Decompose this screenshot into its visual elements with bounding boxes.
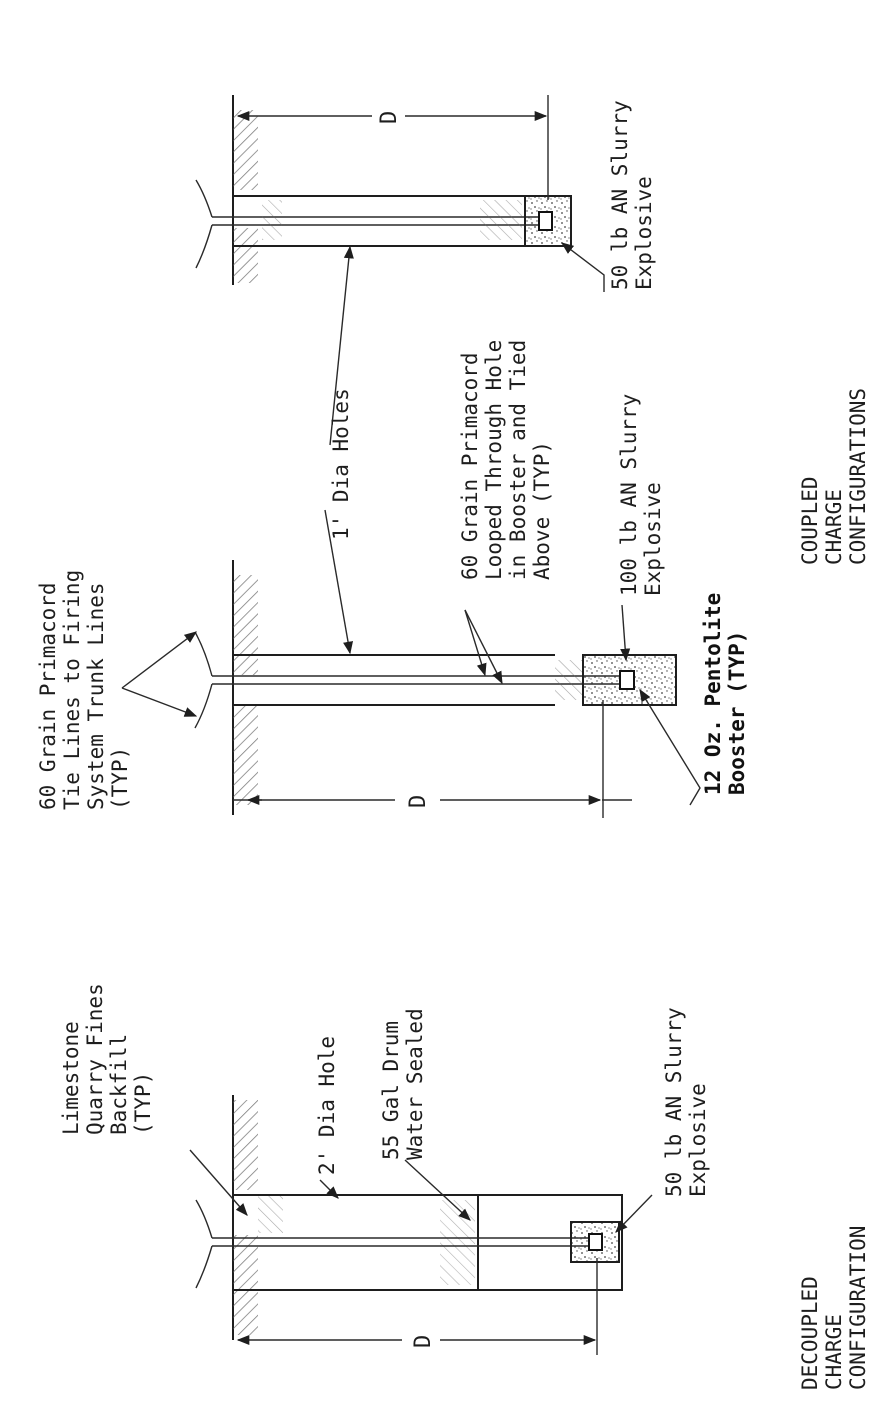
label-line: Tie Lines to Firing — [60, 570, 84, 810]
label-line: System Trunk Lines — [84, 582, 108, 810]
coupled-charge-50lb — [195, 95, 572, 285]
dimension-label: D — [377, 111, 402, 124]
label-line: 2' Dia Hole — [315, 1036, 339, 1175]
label-line: Backfill — [107, 1034, 131, 1135]
label-line: in Booster and Tied — [506, 340, 530, 580]
caption-coupled: COUPLED CHARGE CONFIGURATIONS — [798, 388, 870, 565]
label-pentolite-booster: 12 Oz. Pentolite Booster (TYP) — [701, 593, 749, 795]
caption-line: DECOUPLED — [798, 1276, 822, 1390]
label-line: (TYP) — [108, 747, 132, 810]
label-2ft-dia-hole: 2' Dia Hole — [315, 1036, 339, 1175]
dimension-d-coupled-2: D — [377, 111, 402, 124]
coupled-charge-100lb — [194, 560, 677, 818]
dimension-d-coupled-1: D — [406, 795, 431, 808]
label-primacord-looped: 60 Grain Primacord Looped Through Hole i… — [458, 340, 554, 580]
decoupled-charge — [195, 1095, 623, 1355]
label-100lb-slurry: 100 lb AN Slurry Explosive — [617, 394, 665, 596]
label-line: 60 Grain Primacord — [36, 582, 60, 810]
caption-line: CONFIGURATION — [846, 1226, 870, 1390]
label-line: 50 lb AN Slurry — [662, 1007, 686, 1197]
label-tie-lines: 60 Grain Primacord Tie Lines to Firing S… — [36, 570, 132, 810]
label-line: Looped Through Hole — [482, 340, 506, 580]
label-line: (TYP) — [131, 1072, 155, 1135]
label-50lb-slurry-decoupled: 50 lb AN Slurry Explosive — [662, 1007, 710, 1197]
caption-line: CHARGE — [822, 489, 846, 565]
dimension-label: D — [406, 795, 431, 808]
label-line: 55 Gal Drum — [379, 1021, 403, 1160]
caption-line: CHARGE — [822, 1314, 846, 1390]
label-55-gal-drum: 55 Gal Drum Water Sealed — [379, 1008, 427, 1160]
label-line: Water Sealed — [403, 1008, 427, 1160]
label-backfill: Limestone Quarry Fines Backfill (TYP) — [59, 983, 155, 1135]
label-line: Booster (TYP) — [725, 631, 749, 795]
label-line: Quarry Fines — [83, 983, 107, 1135]
label-line: Explosive — [641, 482, 665, 596]
label-line: 1' Dia Holes — [329, 388, 353, 540]
dimension-d-decoupled: D — [411, 1335, 436, 1348]
label-1ft-dia-holes: 1' Dia Holes — [329, 388, 353, 540]
caption-decoupled: DECOUPLED CHARGE CONFIGURATION — [798, 1226, 870, 1390]
label-line: Limestone — [59, 1021, 83, 1135]
label-line: Explosive — [686, 1083, 710, 1197]
label-line: Above (TYP) — [530, 441, 554, 580]
dimension-label: D — [411, 1335, 436, 1348]
label-line: 100 lb AN Slurry — [617, 394, 641, 596]
caption-line: COUPLED — [798, 476, 822, 565]
label-line: 60 Grain Primacord — [458, 352, 482, 580]
label-line: Explosive — [632, 176, 656, 290]
label-50lb-slurry-coupled: 50 lb AN Slurry Explosive — [608, 100, 656, 290]
label-line: 50 lb AN Slurry — [608, 100, 632, 290]
leader-lines — [121, 242, 701, 1233]
label-line: 12 Oz. Pentolite — [701, 593, 725, 795]
caption-line: CONFIGURATIONS — [846, 388, 870, 565]
